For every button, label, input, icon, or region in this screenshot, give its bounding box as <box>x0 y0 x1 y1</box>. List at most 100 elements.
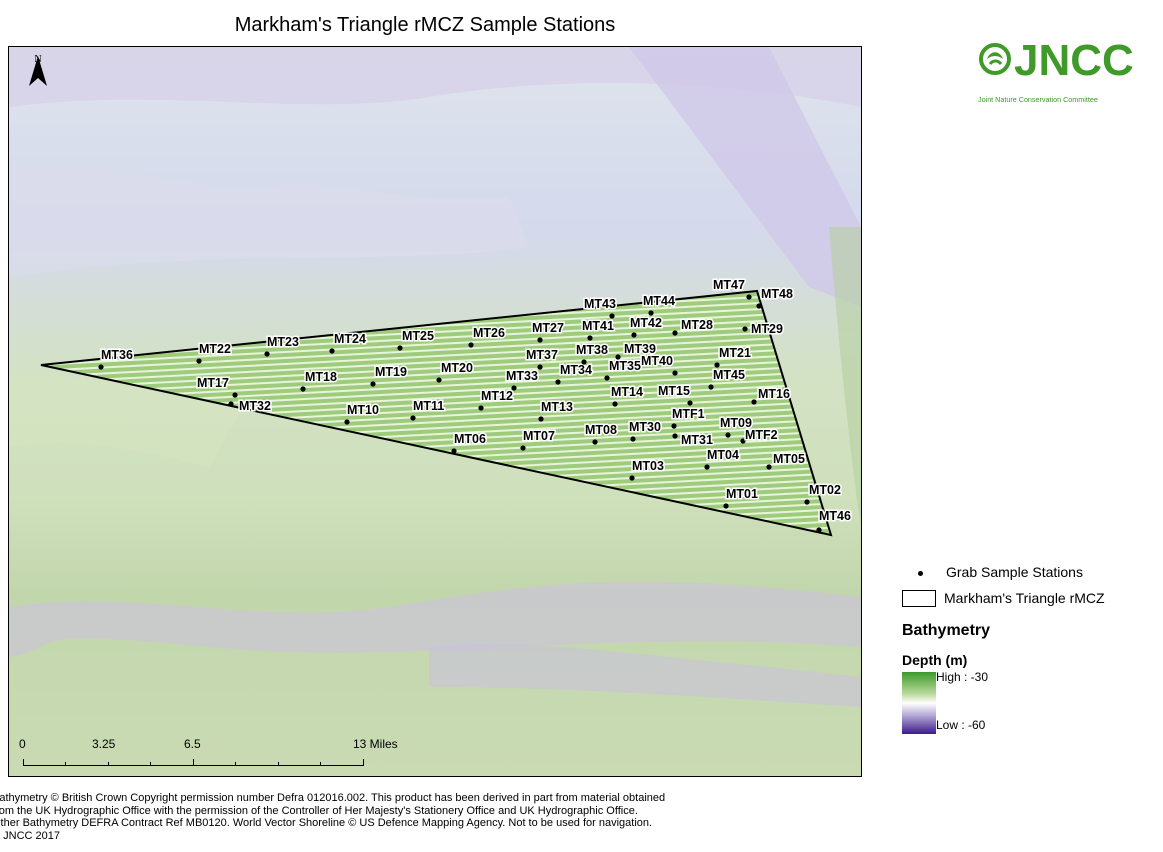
station-dot-icon[interactable] <box>714 362 720 368</box>
station-mt35[interactable]: MT35 <box>604 358 643 381</box>
station-dot-icon[interactable] <box>687 400 693 406</box>
station-mt47[interactable]: MT47 <box>712 277 752 300</box>
station-dot-icon[interactable] <box>742 326 748 332</box>
station-dot-icon[interactable] <box>344 419 350 425</box>
station-dot-icon[interactable] <box>630 436 636 442</box>
station-dot-icon[interactable] <box>704 464 710 470</box>
station-mt43[interactable]: MT43 <box>583 296 618 319</box>
station-dot-icon[interactable] <box>751 399 757 405</box>
station-dot-icon[interactable] <box>746 294 752 300</box>
station-dot-icon[interactable] <box>397 345 403 351</box>
station-mt44[interactable]: MT44 <box>642 293 677 316</box>
station-mt36[interactable]: MT36 <box>98 347 135 370</box>
station-mt30[interactable]: MT30 <box>628 419 663 442</box>
station-dot-icon[interactable] <box>329 348 335 354</box>
station-dot-icon[interactable] <box>511 385 517 391</box>
station-mt24[interactable]: MT24 <box>329 331 368 354</box>
station-mt10[interactable]: MT10 <box>344 402 381 425</box>
station-dot-icon[interactable] <box>196 358 202 364</box>
station-dot-icon[interactable] <box>451 448 457 454</box>
station-dot-icon[interactable] <box>581 359 587 365</box>
station-mt16[interactable]: MT16 <box>751 386 792 405</box>
station-dot-icon[interactable] <box>264 351 270 357</box>
station-mt41[interactable]: MT41 <box>581 318 616 341</box>
station-mt45[interactable]: MT45 <box>708 367 747 390</box>
station-dot-icon[interactable] <box>672 433 678 439</box>
station-mt23[interactable]: MT23 <box>264 334 301 357</box>
station-dot-icon[interactable] <box>592 439 598 445</box>
station-dot-icon[interactable] <box>723 503 729 509</box>
station-dot-icon[interactable] <box>468 342 474 348</box>
station-dot-icon[interactable] <box>615 354 621 360</box>
station-dot-icon[interactable] <box>756 303 762 309</box>
station-dot-icon[interactable] <box>740 438 746 444</box>
station-dot-icon[interactable] <box>671 423 677 429</box>
station-dot-icon[interactable] <box>609 313 615 319</box>
station-dot-icon[interactable] <box>436 377 442 383</box>
station-mt26[interactable]: MT26 <box>468 325 507 348</box>
station-mt22[interactable]: MT22 <box>196 341 233 364</box>
station-mt17[interactable]: MT17 <box>196 375 238 398</box>
station-mtf1[interactable]: MTF1 <box>671 406 706 429</box>
station-mt42[interactable]: MT42 <box>629 315 664 338</box>
station-mt31[interactable]: MT31 <box>672 432 715 449</box>
station-mt27[interactable]: MT27 <box>531 320 566 343</box>
station-mt13[interactable]: MT13 <box>538 399 575 422</box>
station-mt39[interactable]: MT39 <box>615 341 658 360</box>
station-dot-icon[interactable] <box>410 415 416 421</box>
station-mt29[interactable]: MT29 <box>742 321 785 338</box>
station-mt05[interactable]: MT05 <box>766 451 807 470</box>
station-dot-icon[interactable] <box>537 337 543 343</box>
station-mt11[interactable]: MT11 <box>410 398 446 421</box>
station-dot-icon[interactable] <box>725 432 731 438</box>
station-dot-icon[interactable] <box>520 445 526 451</box>
station-dot-icon[interactable] <box>538 416 544 422</box>
station-mt40[interactable]: MT40 <box>640 353 678 376</box>
station-mt46[interactable]: MT46 <box>816 508 853 533</box>
rmcz-boundary[interactable] <box>40 289 833 537</box>
station-dot-icon[interactable] <box>587 335 593 341</box>
station-dot-icon[interactable] <box>708 384 714 390</box>
station-mt12[interactable]: MT12 <box>478 388 515 411</box>
station-mt37[interactable]: MT37 <box>525 347 560 370</box>
station-dot-icon[interactable] <box>478 405 484 411</box>
station-mt08[interactable]: MT08 <box>584 422 619 445</box>
station-dot-icon[interactable] <box>300 386 306 392</box>
station-dot-icon[interactable] <box>672 370 678 376</box>
station-mt33[interactable]: MT33 <box>505 368 540 391</box>
station-mt32[interactable]: MT32 <box>228 398 273 415</box>
station-dot-icon[interactable] <box>228 401 234 407</box>
station-dot-icon[interactable] <box>648 310 654 316</box>
station-dot-icon[interactable] <box>612 401 618 407</box>
station-mt09[interactable]: MT09 <box>719 415 754 438</box>
station-dot-icon[interactable] <box>537 364 543 370</box>
station-mt48[interactable]: MT48 <box>756 286 795 309</box>
station-mtf2[interactable]: MTF2 <box>740 427 779 444</box>
station-dot-icon[interactable] <box>631 332 637 338</box>
station-mt04[interactable]: MT04 <box>704 447 741 470</box>
station-dot-icon[interactable] <box>98 364 104 370</box>
station-dot-icon[interactable] <box>804 499 810 505</box>
station-dot-icon[interactable] <box>766 464 772 470</box>
station-dot-icon[interactable] <box>629 475 635 481</box>
station-mt34[interactable]: MT34 <box>555 362 594 385</box>
station-mt19[interactable]: MT19 <box>370 364 409 387</box>
station-mt15[interactable]: MT15 <box>657 383 693 406</box>
station-mt18[interactable]: MT18 <box>300 369 339 392</box>
station-dot-icon[interactable] <box>816 527 822 533</box>
station-mt07[interactable]: MT07 <box>520 428 557 451</box>
station-dot-icon[interactable] <box>370 381 376 387</box>
station-mt02[interactable]: MT02 <box>804 482 843 505</box>
station-mt06[interactable]: MT06 <box>451 431 488 454</box>
station-mt20[interactable]: MT20 <box>436 360 475 383</box>
station-mt14[interactable]: MT14 <box>610 384 645 407</box>
station-dot-icon[interactable] <box>555 379 561 385</box>
station-mt25[interactable]: MT25 <box>397 328 436 351</box>
station-mt38[interactable]: MT38 <box>575 342 610 365</box>
station-mt01[interactable]: MT01 <box>723 486 760 509</box>
station-mt21[interactable]: MT21 <box>714 345 753 368</box>
station-dot-icon[interactable] <box>604 375 610 381</box>
station-mt03[interactable]: MT03 <box>629 458 666 481</box>
station-mt28[interactable]: MT28 <box>672 317 715 336</box>
station-dot-icon[interactable] <box>232 392 238 398</box>
